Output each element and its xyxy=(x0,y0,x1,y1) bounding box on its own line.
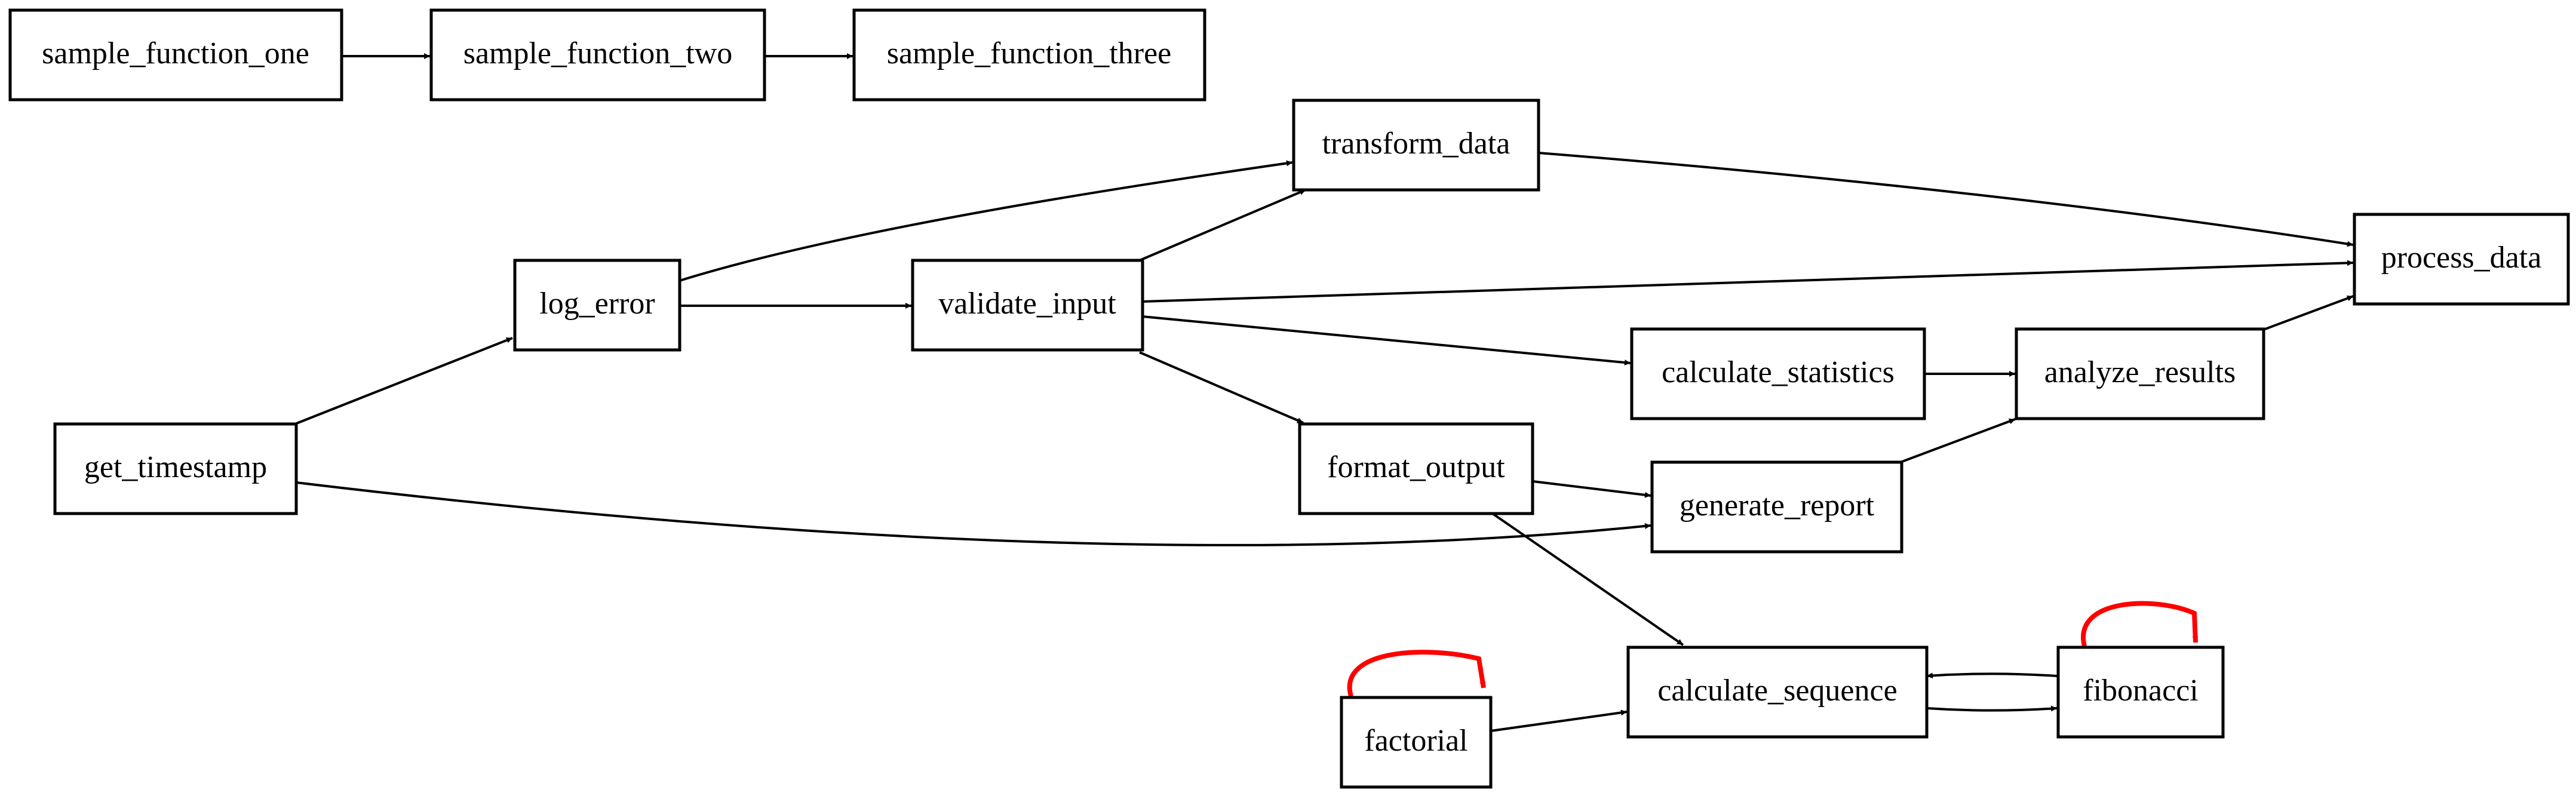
edge-calculate-sequence-to-fibonacci xyxy=(1926,705,2058,712)
node-format-output[interactable]: format_output xyxy=(1298,422,1534,515)
edges-layer xyxy=(294,53,2354,732)
node-label: format_output xyxy=(1327,450,1505,484)
edge-format-output-to-calculate-sequence xyxy=(1490,511,1684,646)
node-label: fibonacci xyxy=(2083,674,2198,708)
node-label: sample_function_one xyxy=(42,36,309,70)
node-get-timestamp[interactable]: get_timestamp xyxy=(53,422,298,515)
node-label: sample_function_two xyxy=(463,36,733,70)
edge-validate-input-to-format-output xyxy=(1139,351,1304,424)
node-transform-data[interactable]: transform_data xyxy=(1292,99,1540,192)
node-label: analyze_results xyxy=(2044,355,2236,389)
edge-fibonacci-to-calculate-sequence xyxy=(1926,672,2058,679)
nodes-layer: sample_function_one sample_function_two … xyxy=(8,8,2570,789)
node-log-error[interactable]: log_error xyxy=(513,259,681,352)
edge-get-timestamp-to-log-error xyxy=(294,337,513,425)
node-label: calculate_sequence xyxy=(1657,674,1897,708)
node-factorial[interactable]: factorial xyxy=(1340,696,1493,789)
node-sample-function-one[interactable]: sample_function_one xyxy=(8,8,343,102)
node-label: sample_function_three xyxy=(887,36,1172,70)
node-sample-function-three[interactable]: sample_function_three xyxy=(852,8,1206,102)
node-label: get_timestamp xyxy=(84,450,267,484)
node-calculate-statistics[interactable]: calculate_statistics xyxy=(1630,327,1926,420)
edge-log-error-to-transform-data xyxy=(679,160,1293,282)
edge-factorial-to-calculate-sequence xyxy=(1490,709,1628,732)
edge-format-output-to-generate-report xyxy=(1532,480,1651,498)
node-label: process_data xyxy=(2381,241,2542,275)
edge-generate-report-to-analyze-results xyxy=(1900,418,2016,463)
node-fibonacci[interactable]: fibonacci xyxy=(2056,646,2225,739)
edge-validate-input-to-calculate-statistics xyxy=(1142,315,1631,366)
node-calculate-sequence[interactable]: calculate_sequence xyxy=(1626,646,1929,739)
node-label: validate_input xyxy=(938,287,1116,321)
node-process-data[interactable]: process_data xyxy=(2353,213,2570,306)
node-sample-function-two[interactable]: sample_function_two xyxy=(429,8,766,102)
edge-validate-input-to-transform-data xyxy=(1139,189,1306,262)
self-loop-fibonacci xyxy=(2081,601,2199,647)
edge-validate-input-to-process-data xyxy=(1142,260,2354,303)
edge-analyze-results-to-process-data xyxy=(2263,295,2354,331)
node-validate-input[interactable]: validate_input xyxy=(911,259,1144,352)
edge-transform-data-to-process-data xyxy=(1538,152,2354,247)
node-label: calculate_statistics xyxy=(1662,355,1895,389)
node-generate-report[interactable]: generate_report xyxy=(1650,460,1903,554)
node-label: transform_data xyxy=(1322,127,1510,161)
self-loop-factorial xyxy=(1347,650,1486,697)
edge-get-timestamp-to-generate-report xyxy=(296,481,1651,546)
node-label: factorial xyxy=(1364,724,1467,758)
node-label: generate_report xyxy=(1680,488,1875,523)
node-label: log_error xyxy=(539,287,655,321)
node-analyze-results[interactable]: analyze_results xyxy=(2015,327,2265,420)
